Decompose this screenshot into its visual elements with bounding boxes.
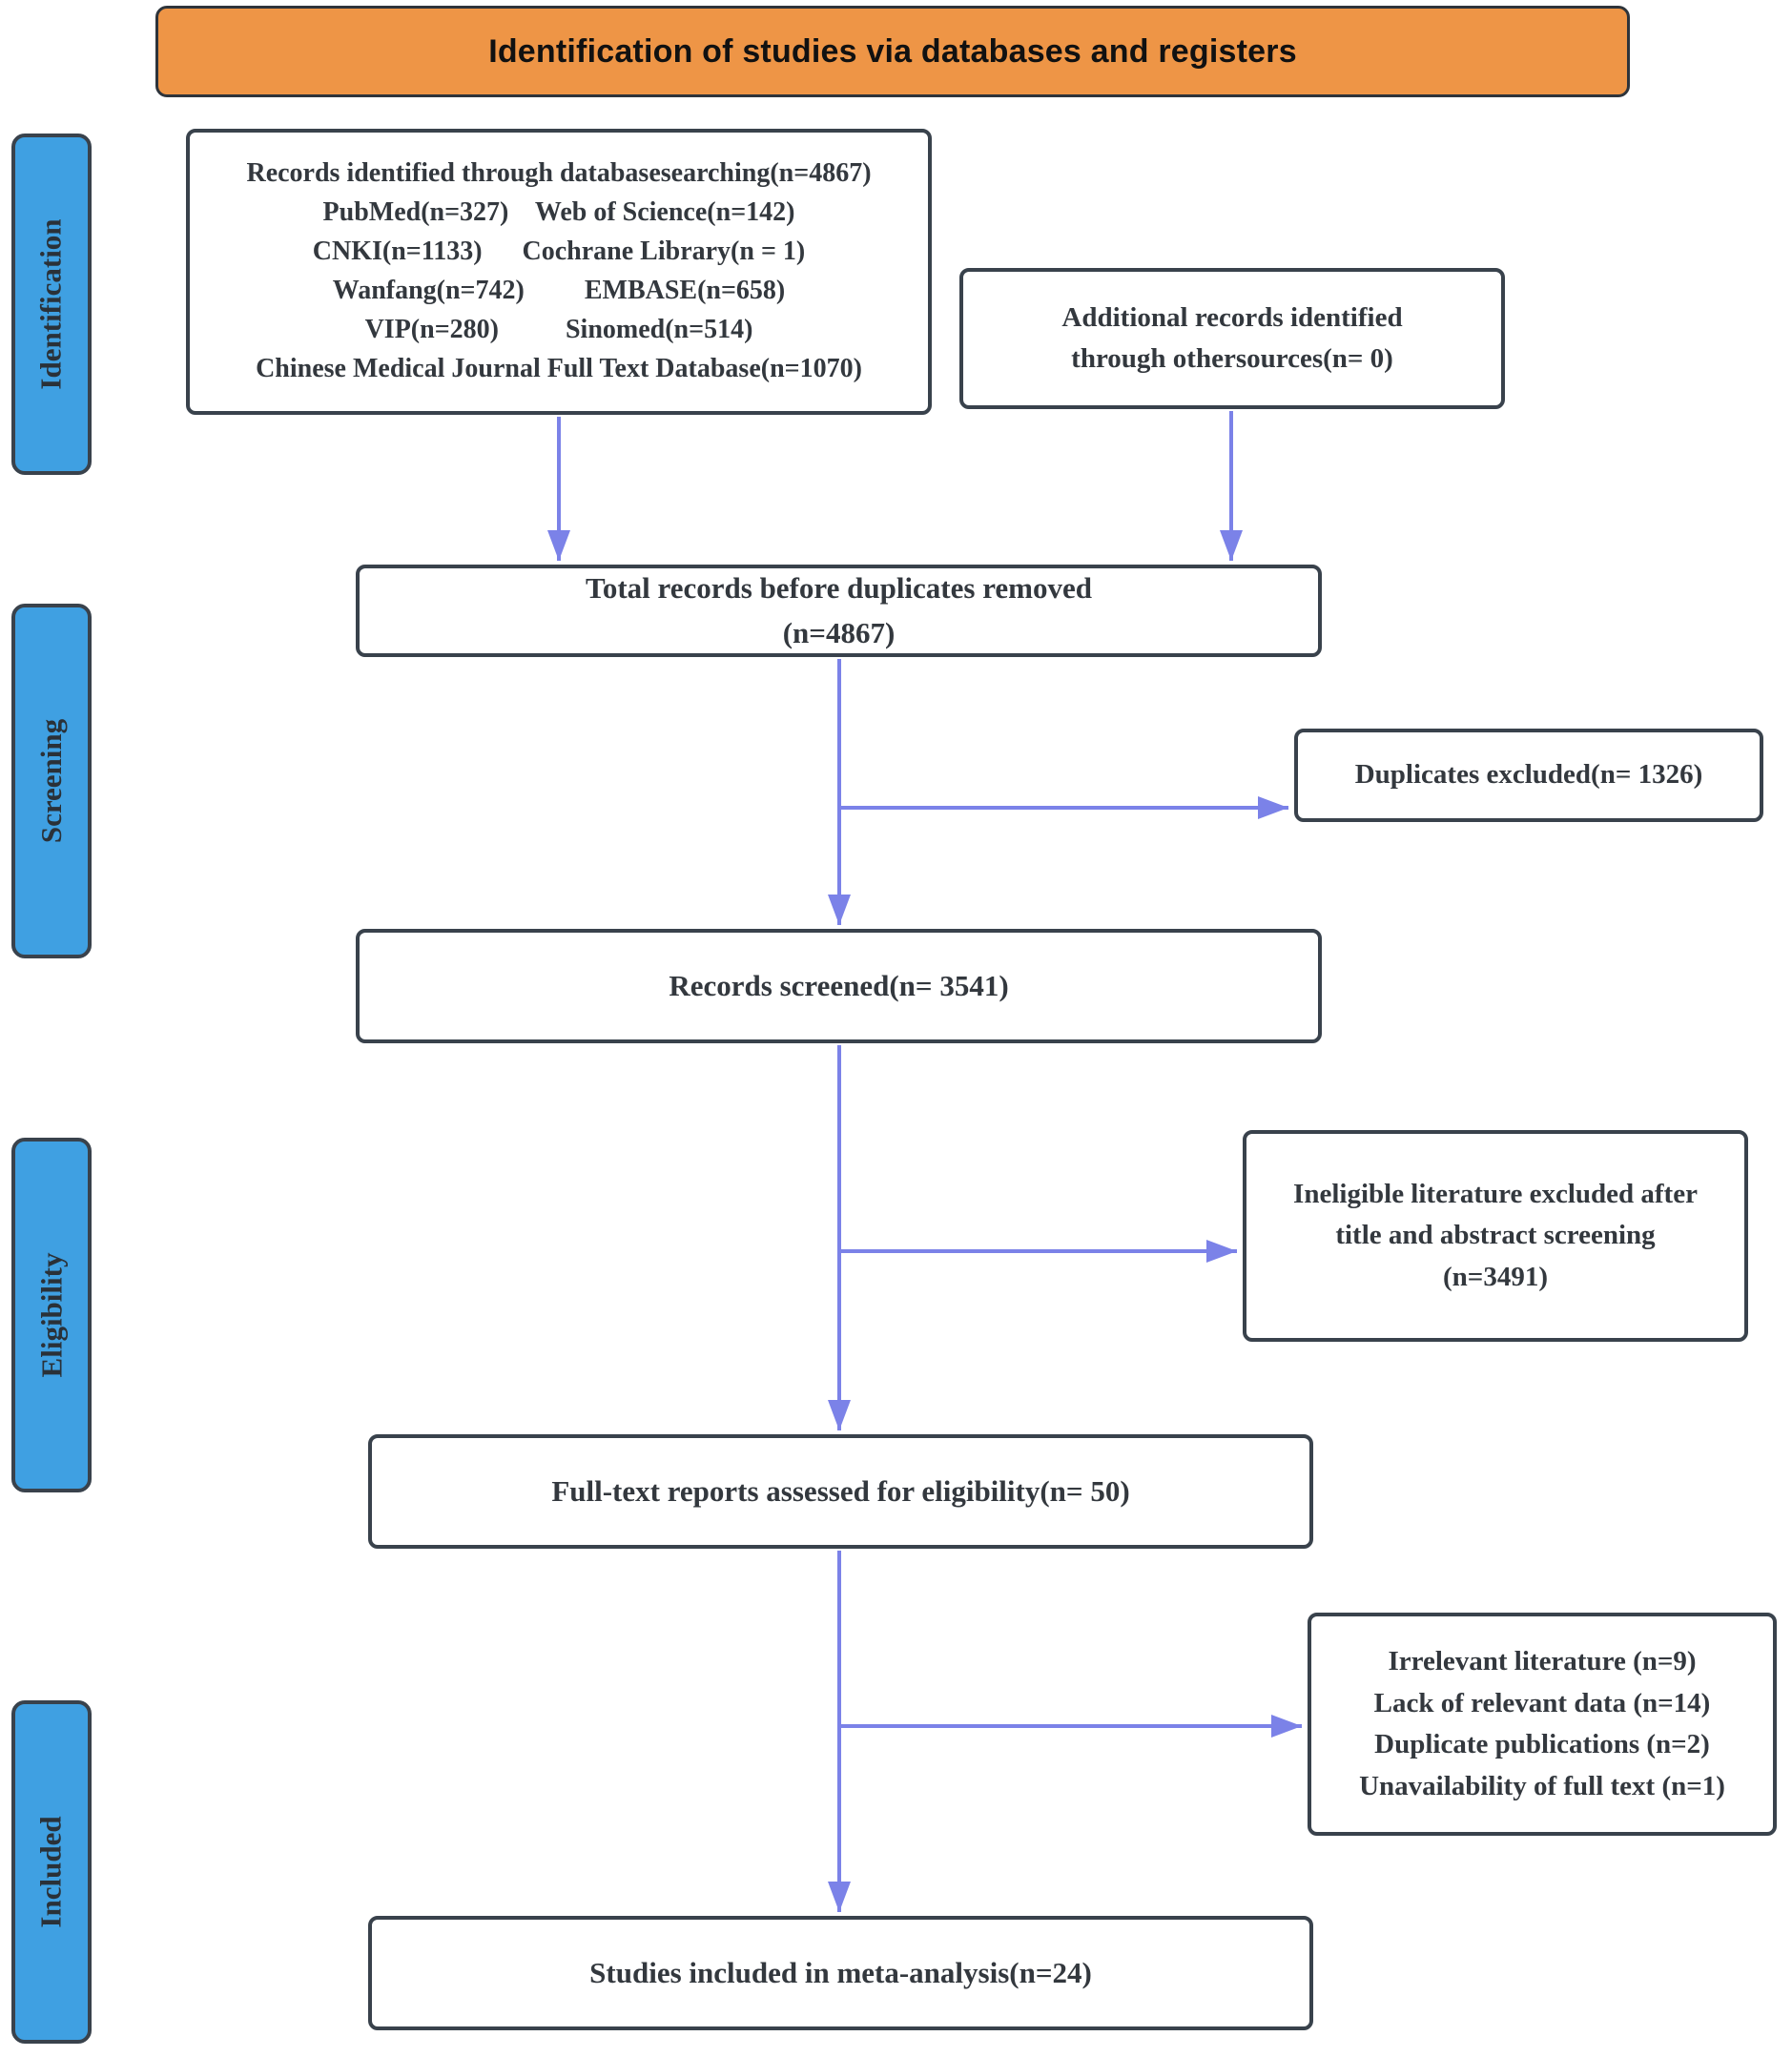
phase-included: Included — [11, 1700, 92, 2044]
records-identified-line: Chinese Medical Journal Full Text Databa… — [256, 353, 862, 383]
box-total-records: Total records before duplicates removed … — [356, 565, 1322, 657]
records-identified-line: VIP(n=280) Sinomed(n=514) — [364, 314, 753, 344]
duplicates-excluded-label: Duplicates excluded(n= 1326) — [1354, 759, 1703, 791]
phase-identification-label: Identification — [34, 218, 68, 390]
ineligible-excluded-line: (n=3491) — [1443, 1261, 1548, 1292]
exclusion-reason-line: Duplicate publications (n=2) — [1374, 1729, 1710, 1759]
box-duplicates-excluded: Duplicates excluded(n= 1326) — [1294, 729, 1763, 822]
box-exclusion-reasons: Irrelevant literature (n=9) Lack of rele… — [1308, 1613, 1777, 1836]
diagram-header: Identification of studies via databases … — [155, 6, 1630, 97]
additional-records-line: through othersources(n= 0) — [1071, 343, 1393, 374]
exclusion-reason-line: Irrelevant literature (n=9) — [1388, 1646, 1697, 1676]
fulltext-assessed-label: Full-text reports assessed for eligibili… — [551, 1473, 1130, 1508]
box-ineligible-excluded: Ineligible literature excluded after tit… — [1243, 1130, 1748, 1342]
phase-eligibility-label: Eligibility — [34, 1252, 69, 1378]
ineligible-excluded-line: Ineligible literature excluded after — [1293, 1178, 1698, 1209]
phase-eligibility: Eligibility — [11, 1138, 92, 1492]
phase-included-label: Included — [34, 1816, 69, 1928]
box-records-screened: Records screened(n= 3541) — [356, 929, 1322, 1043]
box-additional-records: Additional records identified through ot… — [959, 268, 1505, 409]
records-identified-line: PubMed(n=327) Web of Science(n=142) — [322, 197, 795, 228]
records-screened-label: Records screened(n= 3541) — [669, 968, 1009, 1002]
box-records-identified: Records identified through databasesearc… — [186, 129, 932, 415]
records-identified-line: Records identified through databasesearc… — [246, 158, 872, 189]
phase-screening: Screening — [11, 604, 92, 958]
phase-screening-label: Screening — [34, 718, 68, 844]
phase-identification: Identification — [11, 134, 92, 475]
studies-included-label: Studies included in meta-analysis(n=24) — [589, 1955, 1092, 1989]
exclusion-reason-line: Lack of relevant data (n=14) — [1373, 1687, 1711, 1718]
ineligible-excluded-line: title and abstract screening — [1335, 1220, 1656, 1251]
records-identified-line: CNKI(n=1133) Cochrane Library(n = 1) — [312, 237, 806, 267]
exclusion-reason-line: Unavailability of full text (n=1) — [1359, 1770, 1725, 1801]
total-records-line: Total records before duplicates removed — [586, 571, 1092, 605]
box-studies-included: Studies included in meta-analysis(n=24) — [368, 1916, 1313, 2030]
box-fulltext-assessed: Full-text reports assessed for eligibili… — [368, 1434, 1313, 1549]
diagram-title: Identification of studies via databases … — [488, 32, 1297, 70]
total-records-line: (n=4867) — [782, 615, 896, 649]
additional-records-line: Additional records identified — [1061, 301, 1403, 333]
records-identified-line: Wanfang(n=742) EMBASE(n=658) — [332, 276, 786, 305]
